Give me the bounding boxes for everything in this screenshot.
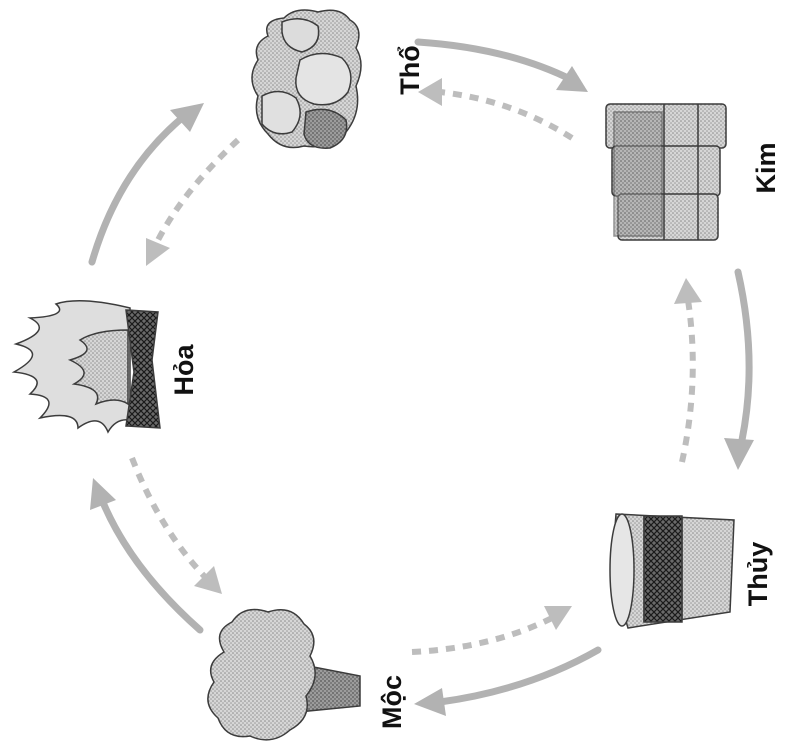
arrowhead-kim-to-thuy [724,438,754,470]
arrow-hoa-to-tho [88,114,186,266]
element-label-thuy: Thủy [743,542,773,607]
arrow-thuy-to-moc [436,646,602,706]
dashed-arrows [129,78,702,655]
element-label-tho: Thổ [395,45,425,94]
dashed-arrowhead-kim-to-tho [418,78,442,106]
solid-arrows [88,38,754,716]
dashed-arrowhead-hoa-to-moc [194,566,222,594]
dashed-arrow-moc-to-thuy [411,615,554,655]
dashed-arrowhead-tho-to-hoa [146,238,170,266]
arrowhead-hoa-to-tho [170,103,204,132]
dashed-arrow-hoa-to-moc [129,456,209,581]
earth-rocks-icon [251,9,362,149]
dashed-arrow-thuy-to-kim [679,299,696,463]
metal-ingots-icon [605,103,727,241]
element-label-kim: Kim [751,142,781,193]
arrow-moc-to-hoa [98,496,204,634]
wood-tree-icon [207,608,361,741]
dashed-arrowhead-thuy-to-kim [674,278,702,304]
arrowhead-moc-to-hoa [90,478,116,510]
element-label-moc: Mộc [377,675,407,729]
arrow-tho-to-kim [414,38,576,84]
dashed-arrow-kim-to-tho [439,89,574,141]
arrow-kim-to-thuy [734,268,753,444]
dashed-arrowhead-moc-to-thuy [544,606,572,630]
dashed-arrow-tho-to-hoa [153,137,241,246]
element-label-hoa: Hỏa [169,344,199,396]
arrowhead-tho-to-kim [556,66,588,92]
arrowhead-thuy-to-moc [414,688,446,716]
water-bucket-icon [609,513,735,629]
fire-flame-icon [11,300,161,434]
